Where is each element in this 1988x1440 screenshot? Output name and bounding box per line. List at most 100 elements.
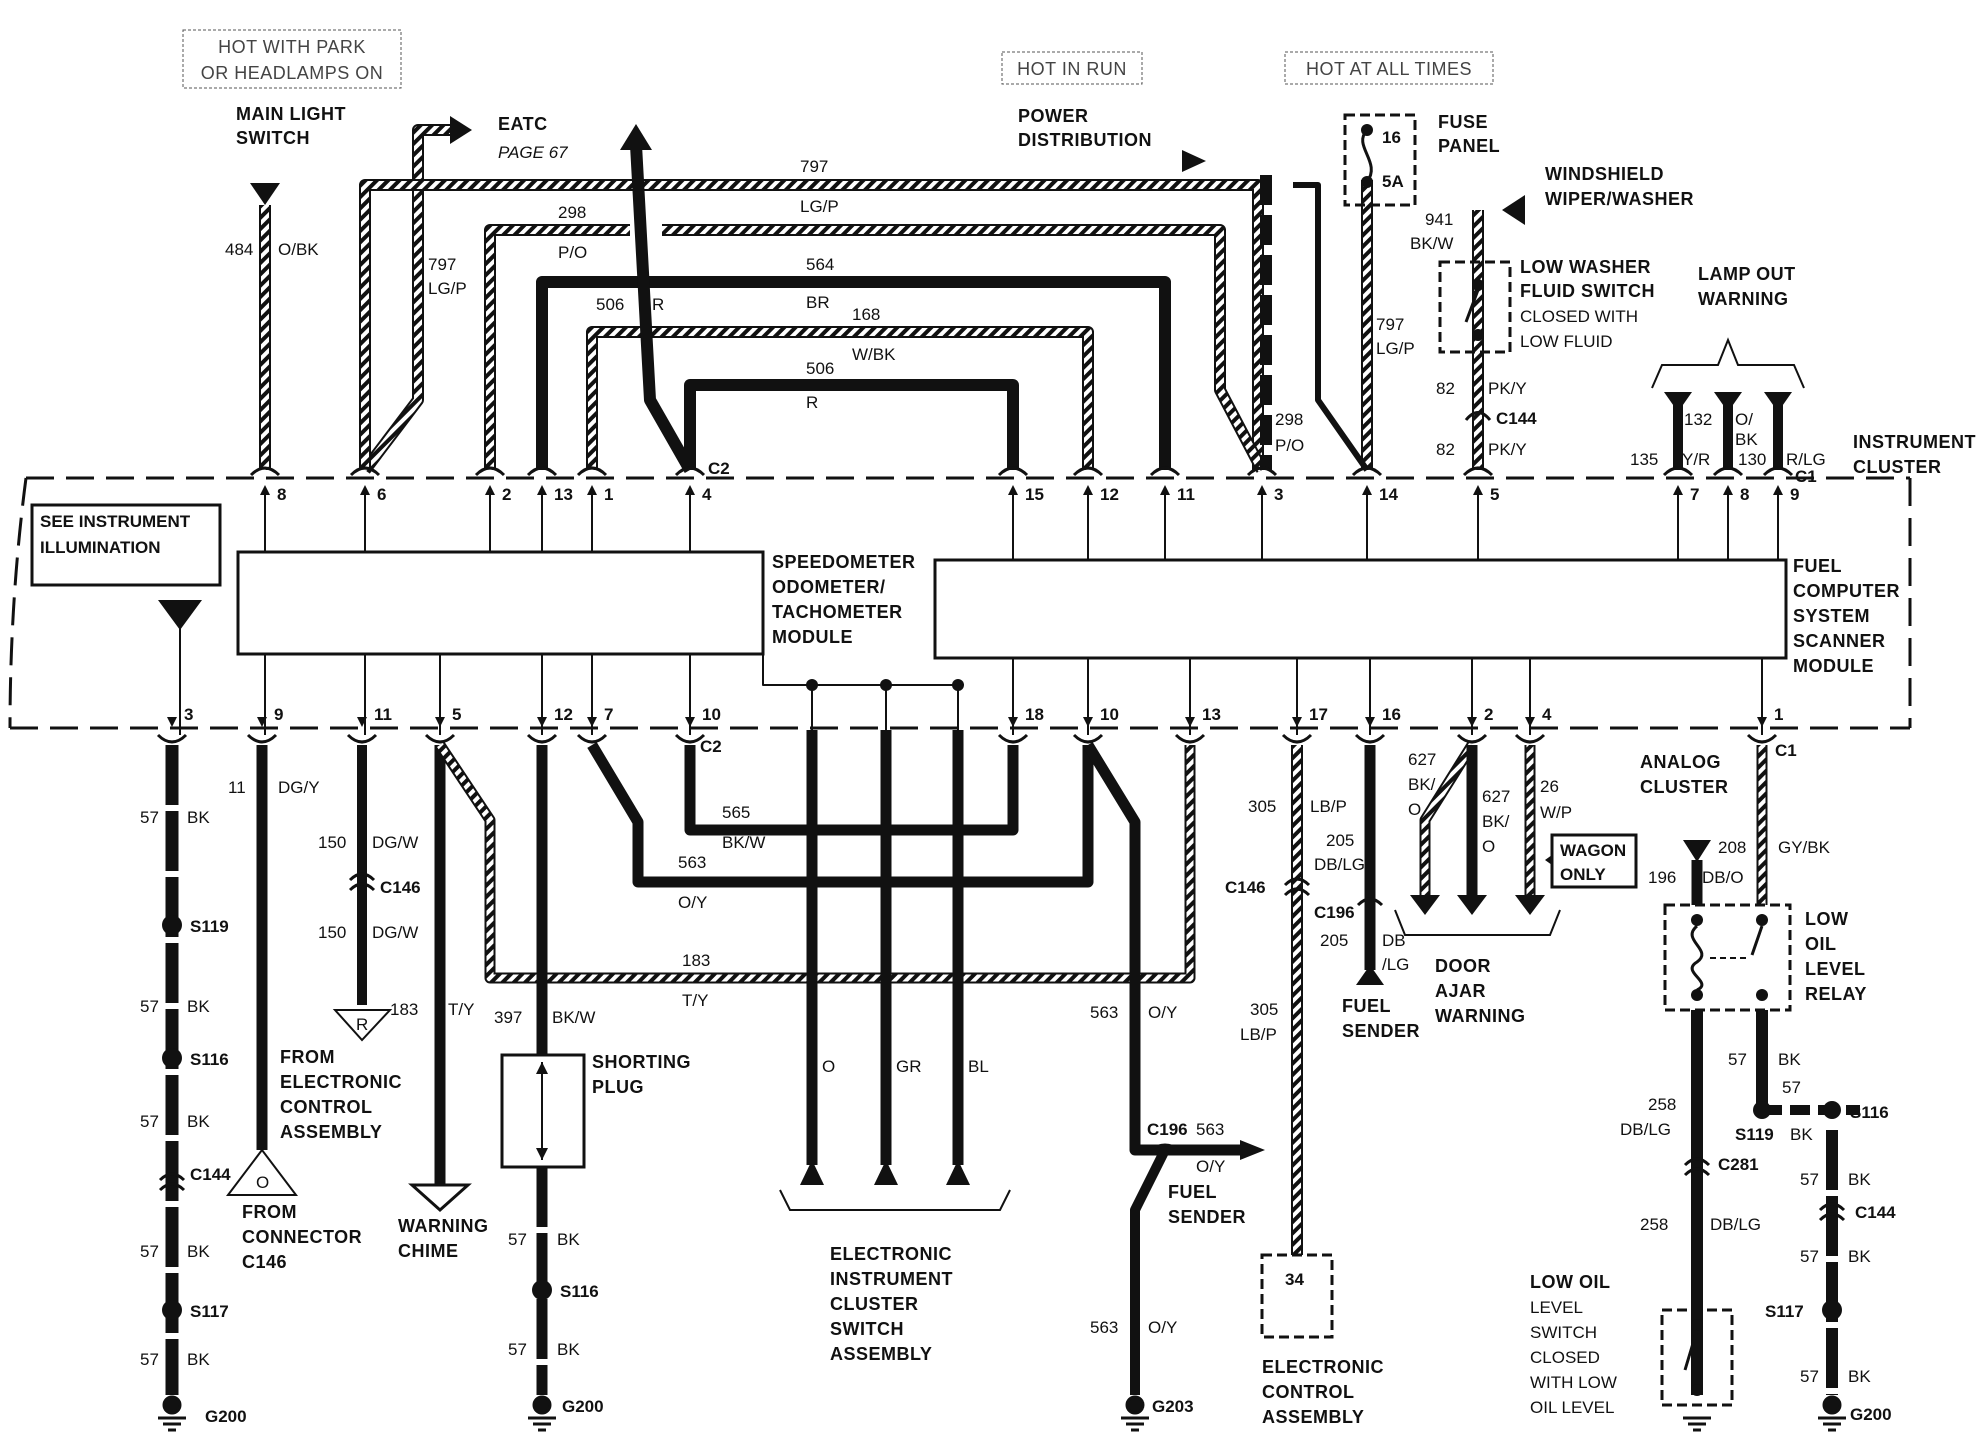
- lamp-out-label-2: WARNING: [1698, 289, 1789, 309]
- top-pins-label-0: 8: [277, 485, 286, 504]
- wire-132-num: 132: [1684, 410, 1712, 429]
- top-pins-cup-4: [576, 466, 608, 477]
- top-pins-label-3: 13: [554, 485, 573, 504]
- fuel-computer-label-1: FUEL: [1793, 556, 1842, 576]
- power-distribution-label-2: DISTRIBUTION: [1018, 130, 1152, 150]
- low-oil-switch-5: WITH LOW: [1530, 1373, 1617, 1392]
- w196-color: DB/O: [1702, 868, 1744, 887]
- hot-park-line1: HOT WITH PARK: [218, 37, 366, 57]
- low-oil-switch-4: CLOSED: [1530, 1348, 1600, 1367]
- bottom-pins-cup-2: [346, 733, 378, 744]
- w205b-num: 205: [1320, 931, 1348, 950]
- c144b-label: C144: [1855, 1203, 1896, 1222]
- fuel-sender-b-2: SENDER: [1342, 1021, 1420, 1041]
- wagon-only-box: [1550, 833, 1638, 889]
- warning-chime-1: WARNING: [398, 1216, 489, 1236]
- top-pins-cup-14: [1762, 466, 1794, 477]
- door-ajar-2: AJAR: [1435, 981, 1486, 1001]
- g200-label: G200: [205, 1407, 247, 1426]
- fuel-sender-b-terminal-icon: [1356, 965, 1384, 985]
- wire-797a-color: LG/P: [428, 279, 467, 298]
- top-pins-cup-6: [997, 466, 1029, 477]
- low-oil-relay-2: OIL: [1805, 934, 1837, 954]
- w305a-color: LB/P: [1310, 797, 1347, 816]
- switch-wire-o: O: [822, 1057, 835, 1076]
- connector-c1-top: C1: [1795, 467, 1817, 486]
- s116c-label: S116: [1850, 1103, 1889, 1122]
- fuel-computer-label-5: MODULE: [1793, 656, 1874, 676]
- w258b-num: 258: [1640, 1215, 1668, 1234]
- eca-label-3: ASSEMBLY: [1262, 1407, 1364, 1427]
- bottom-pins-label-4: 12: [554, 705, 573, 724]
- low-washer-label-4: LOW FLUID: [1520, 332, 1613, 351]
- door-ajar-3: WARNING: [1435, 1006, 1526, 1026]
- w627a-color-1: BK/: [1408, 775, 1436, 794]
- bottom-pins-cup-0: [156, 733, 188, 744]
- top-pins-label-10: 14: [1379, 485, 1398, 504]
- w563d-num: 563: [1090, 1318, 1118, 1337]
- top-pins-cup-7: [1072, 466, 1104, 477]
- top-pins-cup-12: [1662, 466, 1694, 477]
- from-eca-4: ASSEMBLY: [280, 1122, 382, 1142]
- wire-135-color: Y/R: [1682, 450, 1710, 469]
- fuel-computer-module-box: [933, 558, 1788, 660]
- w397-num: 397: [494, 1008, 522, 1027]
- switch-assembly-3: CLUSTER: [830, 1294, 919, 1314]
- switch-wire-gr: GR: [896, 1057, 922, 1076]
- switch-bl-terminal-icon: [946, 1160, 970, 1185]
- w57-num-3: 57: [140, 1112, 159, 1131]
- bottom-pins-label-6: 10: [702, 705, 721, 724]
- door-ajar-arrow-2-icon: [1457, 895, 1487, 915]
- switch-assembly-2: INSTRUMENT: [830, 1269, 953, 1289]
- w305a-num: 305: [1248, 797, 1276, 816]
- eatc-arrow-icon: [450, 116, 472, 144]
- wire-130-num: 130: [1738, 450, 1766, 469]
- switch-assembly-4: SWITCH: [830, 1319, 904, 1339]
- s119-label: S119: [190, 917, 229, 936]
- top-pins-label-9: 3: [1274, 485, 1283, 504]
- fuse-amp: 5A: [1382, 172, 1404, 191]
- fuse-panel-label-1: FUSE: [1438, 112, 1488, 132]
- bottom-pins-label-2: 11: [374, 705, 392, 724]
- w563b-num: 563: [1090, 1003, 1118, 1022]
- from-connector-1: FROM: [242, 1202, 297, 1222]
- s119b-label: S119: [1735, 1125, 1774, 1144]
- w150b-color: DG/W: [372, 923, 418, 942]
- c146b-label: C146: [1225, 878, 1266, 897]
- low-oil-switch-1: LOW OIL: [1530, 1272, 1610, 1292]
- w11-color: DG/Y: [278, 778, 320, 797]
- top-pins-cup-10: [1351, 466, 1383, 477]
- wire-82a-num: 82: [1436, 379, 1455, 398]
- o-triangle: [225, 1148, 299, 1196]
- w57r-color: BK: [1778, 1050, 1801, 1069]
- wire-82a-color: PK/Y: [1488, 379, 1527, 398]
- fuse-panel-label-2: PANEL: [1438, 136, 1500, 156]
- w627a-color-2: O: [1408, 800, 1421, 819]
- s116-label: S116: [190, 1050, 229, 1069]
- low-oil-relay-4: RELAY: [1805, 984, 1867, 1004]
- fuel-sender-a-2: SENDER: [1168, 1207, 1246, 1227]
- w563a-color: O/Y: [678, 893, 707, 912]
- wagon-pointer-icon: [1545, 855, 1552, 865]
- bottom-pins-label-11: 16: [1382, 705, 1401, 724]
- bottom-pins-label-0: 3: [184, 705, 193, 724]
- wire-130-color: R/LG: [1786, 450, 1826, 469]
- wire-797-top-color: LG/P: [800, 197, 839, 216]
- wire-168-color: W/BK: [852, 345, 896, 364]
- w57c-num: 57: [508, 1230, 527, 1249]
- fuel-computer-label-3: SYSTEM: [1793, 606, 1870, 626]
- bottom-pins-cup-13: [1514, 733, 1546, 744]
- w57r2-num: 57: [1782, 1078, 1801, 1097]
- top-pins-cup-2: [474, 466, 506, 477]
- eca-34-box: [1260, 1253, 1334, 1339]
- wire-564-num: 564: [806, 255, 834, 274]
- w208-color: GY/BK: [1778, 838, 1831, 857]
- wagon-only-1: WAGON: [1560, 841, 1626, 860]
- g203-label: G203: [1152, 1397, 1194, 1416]
- w57d-color: BK: [557, 1340, 580, 1359]
- wire-298-color: P/O: [558, 243, 587, 262]
- w565-num: 565: [722, 803, 750, 822]
- door-ajar-arrow-3-icon: [1515, 895, 1545, 915]
